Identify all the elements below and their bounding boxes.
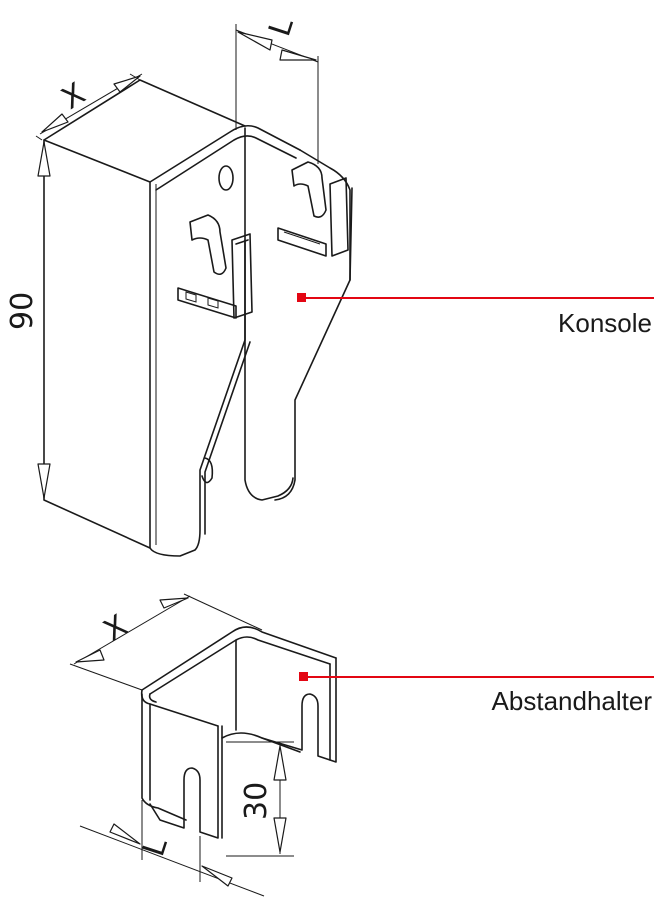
konsole-dim-90-label: 90 <box>5 292 40 330</box>
konsole-dim-x: X <box>35 73 143 141</box>
abstandhalter-callout: Abstandhalter <box>299 672 654 716</box>
abstandhalter-part <box>140 626 337 839</box>
abstand-dim-30: 30 <box>226 741 294 857</box>
konsole-dim-l-label: L <box>262 13 301 40</box>
abstand-dim-30-label: 30 <box>239 782 274 820</box>
abstand-dim-x-label: X <box>98 608 134 649</box>
konsole-part <box>43 79 353 557</box>
konsole-dim-x-label: X <box>56 76 92 117</box>
konsole-dim-l: L <box>235 13 319 164</box>
abstandhalter-label: Abstandhalter <box>492 686 653 716</box>
konsole-callout: Konsole <box>297 293 654 338</box>
konsole-dim-90: 90 <box>5 140 51 500</box>
konsole-label: Konsole <box>558 308 652 338</box>
